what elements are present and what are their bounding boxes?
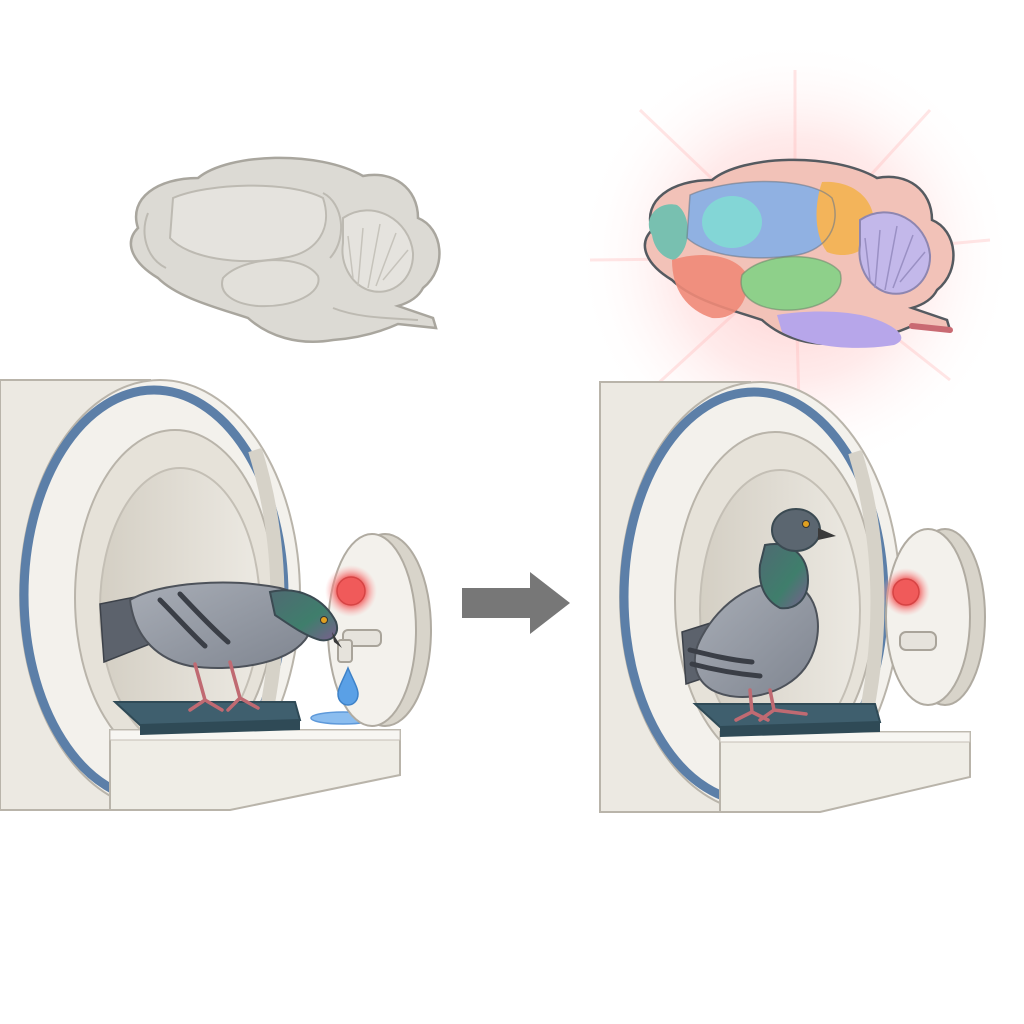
arrow-right-icon <box>462 572 570 634</box>
water-drop-icon <box>337 666 359 706</box>
water-spout-right <box>899 631 937 651</box>
pigeon-icon-standing <box>681 508 836 722</box>
pigeon-icon-drinking <box>99 581 342 712</box>
cue-light-left <box>325 565 377 617</box>
water-spout-left <box>337 629 382 663</box>
cue-light-right <box>882 568 930 616</box>
brain-icon-active <box>643 158 955 348</box>
brain-icon-inactive <box>129 156 441 343</box>
